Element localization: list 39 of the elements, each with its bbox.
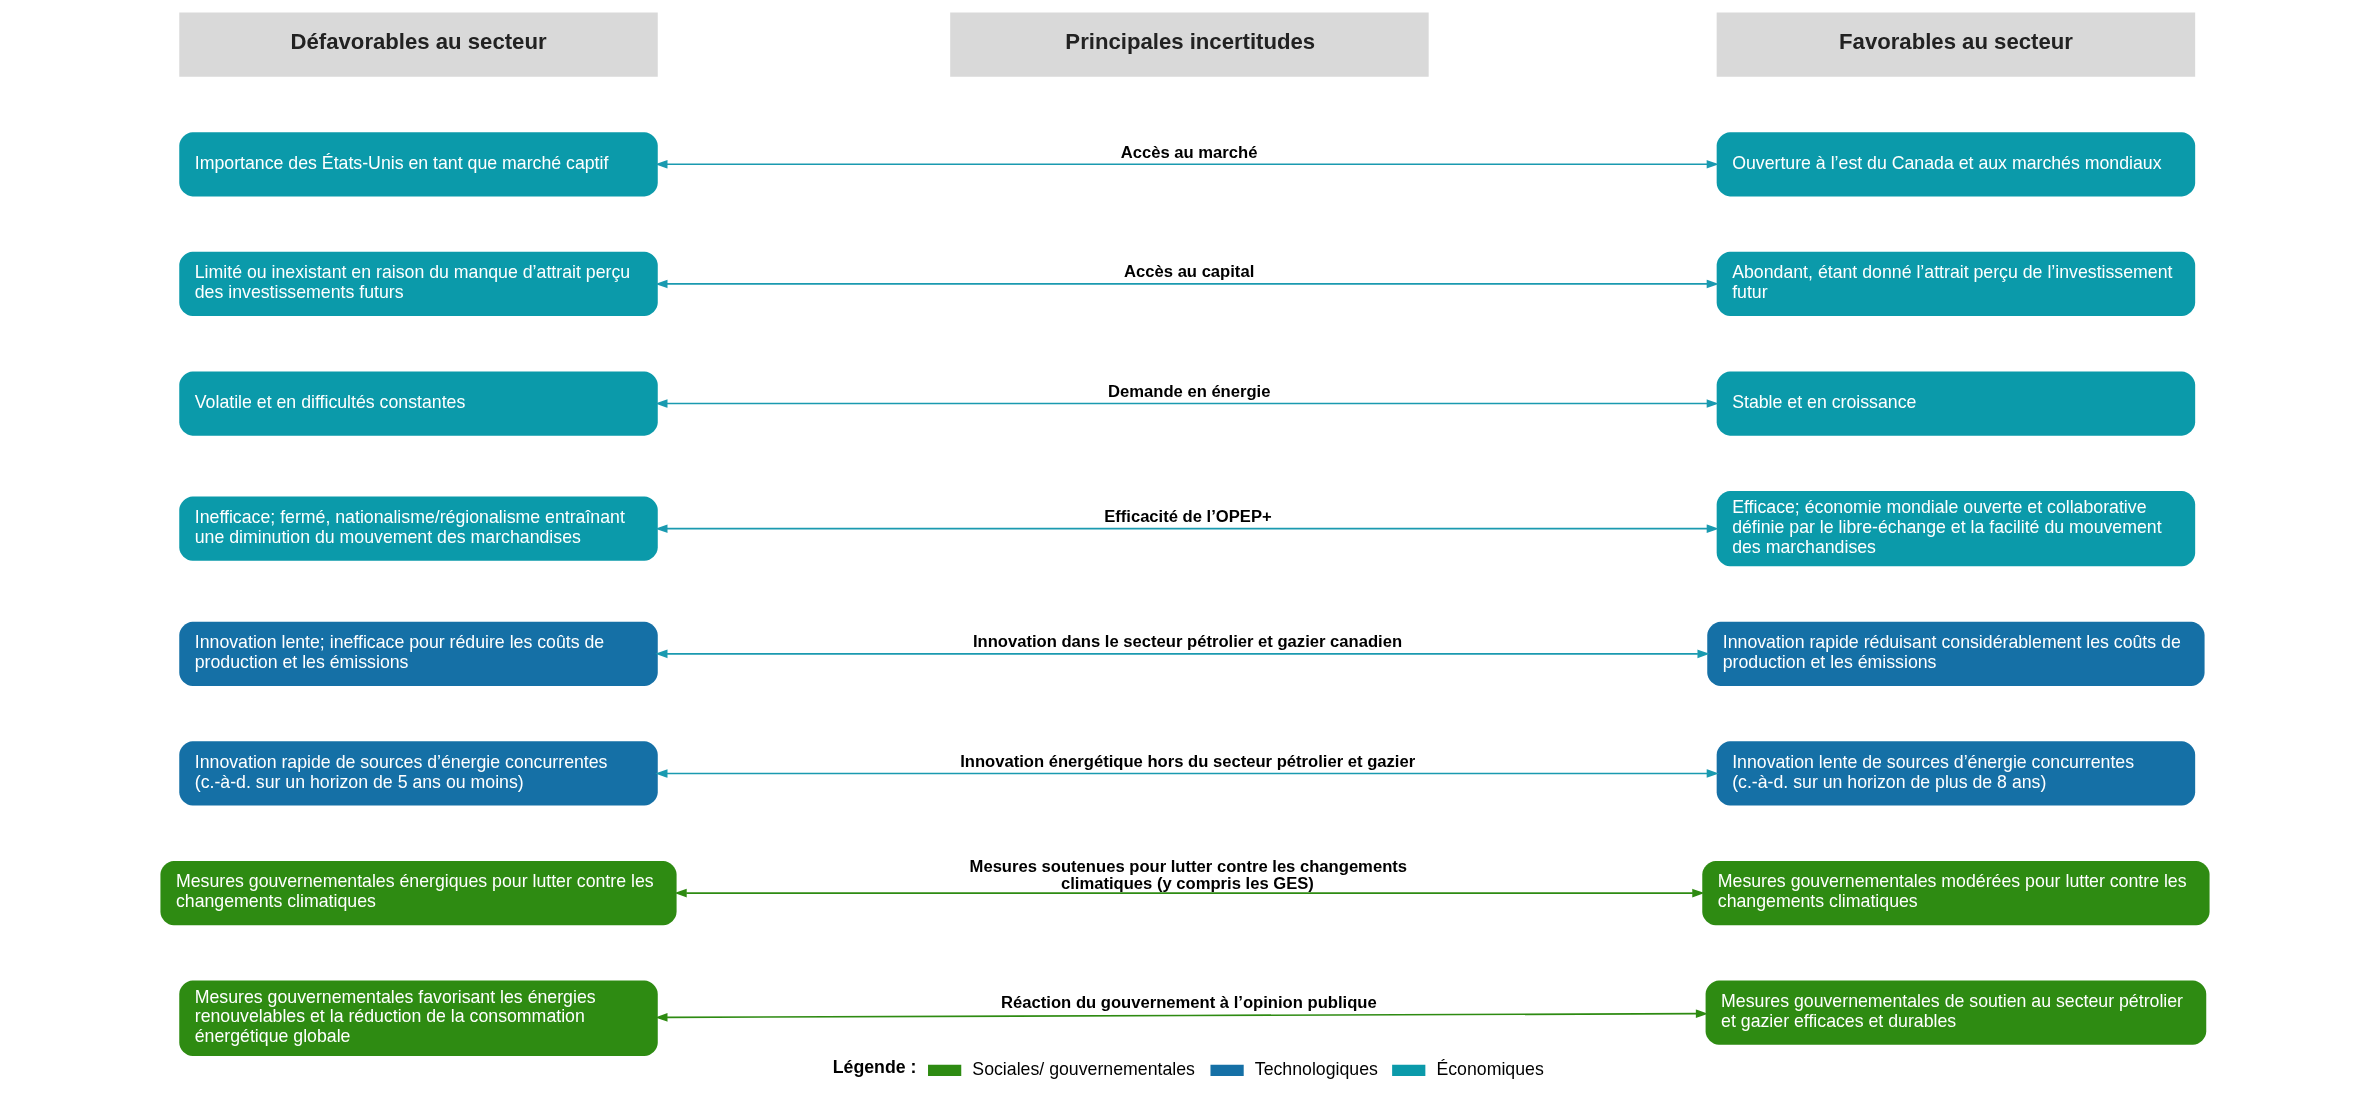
label: Légende : — [832, 1057, 916, 1078]
node-box: Mesures gouvernementales de soutien au secteur pétrolier et gazier efficaces et durables — [1705, 980, 2206, 1045]
node-box: Stable et en croissance — [1716, 371, 2195, 436]
arrow — [674, 888, 1704, 898]
edge-label: Mesures soutenues pour lutter contre les changements climatiques (y compris les GES) — [969, 857, 1407, 893]
arrow — [654, 649, 1710, 659]
node-box: Innovation lente de sources d’énergie concurrentes (c.-à-d. sur un horizon de plus de 8 ans) — [1716, 741, 2195, 806]
edge-label: Innovation dans le secteur pétrolier et gazier canadien — [972, 632, 1402, 652]
node-box: Importance des États-Unis en tant que marché captif — [178, 132, 658, 197]
node-box: Innovation lente; inefficace pour réduire les coûts de production et les émissions — [178, 621, 658, 686]
edge-label: Accès au capital — [1123, 262, 1254, 282]
arrow — [654, 524, 1719, 533]
edge-label: Demande en énergie — [1107, 381, 1270, 401]
node-box: Abondant, étant donné l’attrait perçu de l’investissement futur — [1716, 251, 2195, 317]
node-box: Défavorables au secteur — [178, 12, 658, 77]
edge-label: Innovation énergétique hors du secteur pétrolier et gazier — [959, 751, 1415, 771]
node-box: Mesures gouvernementales favorisant les énergies renouvelables et la réduction de la consommation énergétique globale — [178, 980, 658, 1056]
node-box: Efficace; économie mondiale ouverte et collaborative définie par le libre-échange et la facilité du mouvement des marchandises — [1716, 491, 2195, 567]
node-box: Principales incertitudes — [949, 12, 1429, 77]
node-box: Inefficace; fermé, nationalisme/régionalisme entraînant une diminution du mouvement des marchandises — [178, 496, 658, 561]
arrow — [654, 279, 1719, 289]
node-box: Limité ou inexistant en raison du manque d’attrait perçu des investissements futurs — [178, 251, 658, 317]
node-box: Ouverture à l’est du Canada et aux marchés mondiaux — [1716, 132, 2195, 197]
arrow — [654, 160, 1719, 169]
legend-label: Sociales/ gouvernementales — [971, 1058, 1195, 1079]
node-box: Innovation rapide de sources d’énergie concurrentes (c.-à-d. sur un horizon de 5 ans ou moins) — [178, 741, 658, 806]
edge-label: Réaction du gouvernement à l’opinion publique — [1000, 993, 1377, 1013]
node-box: Innovation rapide réduisant considérablement les coûts de production et les émissions — [1706, 621, 2205, 686]
arrow — [654, 399, 1719, 408]
node-box: Favorables au secteur — [1716, 12, 2195, 77]
edge-label: Accès au marché — [1120, 142, 1257, 162]
arrow — [654, 769, 1719, 778]
legend-label: Technologiques — [1254, 1058, 1378, 1079]
arrow — [654, 1009, 1708, 1022]
node-box: Volatile et en difficultés constantes — [178, 371, 658, 436]
node-box: Mesures gouvernementales énergiques pour lutter contre les changements climatiques — [159, 861, 677, 926]
node-box: Mesures gouvernementales modérées pour lutter contre les changements climatiques — [1701, 861, 2210, 926]
edge-label: Efficacité de l’OPEP+ — [1103, 507, 1272, 527]
legend-label: Économiques — [1435, 1058, 1544, 1079]
